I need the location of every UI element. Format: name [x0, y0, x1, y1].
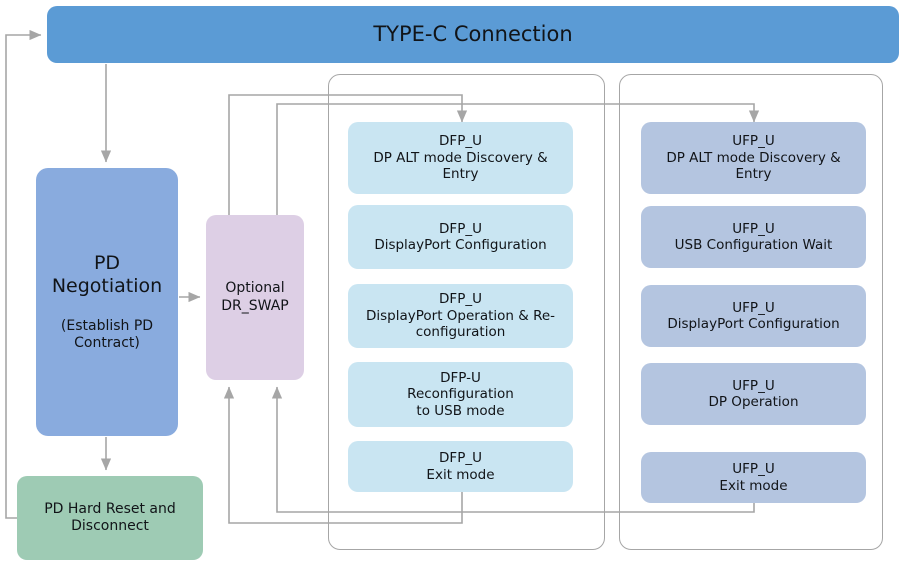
dfp-node-3[interactable]: DFP-U Reconfiguration to USB mode [348, 362, 573, 427]
dfp-node-1-line2: DisplayPort Configuration [374, 237, 547, 253]
dr-swap-line1: Optional [225, 280, 285, 297]
pd-hard-reset-node[interactable]: PD Hard Reset and Disconnect [17, 476, 203, 560]
dfp-node-2-line3: configuration [415, 324, 506, 341]
pd-hard-reset-line2: Disconnect [71, 518, 149, 534]
ufp-node-0-line1: UFP_U [732, 133, 775, 150]
ufp-node-0-line3: Entry [735, 166, 772, 183]
ufp-node-0-line2: DP ALT mode Discovery & [666, 149, 841, 166]
ufp-node-1[interactable]: UFP_U USB Configuration Wait [641, 206, 866, 268]
dfp-node-0-line3: Entry [442, 166, 479, 183]
ufp-node-3-line1: UFP_U [732, 377, 775, 394]
dfp-node-4[interactable]: DFP_U Exit mode [348, 441, 573, 492]
ufp-node-4-line1: UFP_U [732, 461, 775, 478]
ufp-node-3-line2: DP Operation [708, 394, 799, 410]
ufp-node-1-line1: UFP_U [732, 220, 775, 237]
ufp-node-2-line2: DisplayPort Configuration [667, 316, 840, 332]
ufp-node-2-line1: UFP_U [732, 299, 775, 316]
ufp-group-container [619, 74, 883, 550]
dfp-node-0-line1: DFP_U [439, 133, 482, 150]
typec-connection-node[interactable]: TYPE-C Connection [47, 6, 899, 63]
dfp-node-0[interactable]: DFP_U DP ALT mode Discovery & Entry [348, 122, 573, 194]
dfp-node-3-line3: to USB mode [416, 402, 505, 419]
dfp-node-3-line1: DFP-U [440, 369, 481, 386]
dfp-node-1[interactable]: DFP_U DisplayPort Configuration [348, 205, 573, 269]
pd-negotiation-line1: PD [93, 251, 121, 274]
dfp-node-2[interactable]: DFP_U DisplayPort Operation & Re- config… [348, 284, 573, 348]
ufp-node-3[interactable]: UFP_U DP Operation [641, 363, 866, 425]
ufp-node-4-line2: Exit mode [719, 477, 788, 494]
pd-hard-reset-line1: PD Hard Reset and [44, 500, 176, 517]
dfp-node-4-line1: DFP_U [439, 450, 482, 467]
dr-swap-line2: DR_SWAP [221, 297, 289, 314]
dfp-node-1-line1: DFP_U [439, 220, 482, 237]
pd-negotiation-line3: (Establish PD [60, 318, 154, 335]
optional-dr-swap-node[interactable]: Optional DR_SWAP [206, 215, 304, 380]
ufp-node-4[interactable]: UFP_U Exit mode [641, 452, 866, 503]
typec-label: TYPE-C Connection [373, 21, 573, 46]
dfp-node-2-line2: DisplayPort Operation & Re- [365, 307, 556, 324]
dfp-node-4-line2: Exit mode [426, 466, 495, 483]
dfp-node-0-line2: DP ALT mode Discovery & [373, 149, 548, 166]
pd-negotiation-node[interactable]: PD Negotiation (Establish PD Contract) [36, 168, 178, 436]
dfp-node-3-line2: Reconfiguration [407, 386, 514, 403]
pd-negotiation-line2: Negotiation [51, 274, 163, 297]
ufp-node-2[interactable]: UFP_U DisplayPort Configuration [641, 285, 866, 347]
dfp-node-2-line1: DFP_U [439, 291, 482, 308]
pd-negotiation-line4: Contract) [74, 335, 140, 352]
ufp-node-1-line2: USB Configuration Wait [674, 237, 833, 253]
dfp-group-container [328, 74, 605, 550]
ufp-node-0[interactable]: UFP_U DP ALT mode Discovery & Entry [641, 122, 866, 194]
